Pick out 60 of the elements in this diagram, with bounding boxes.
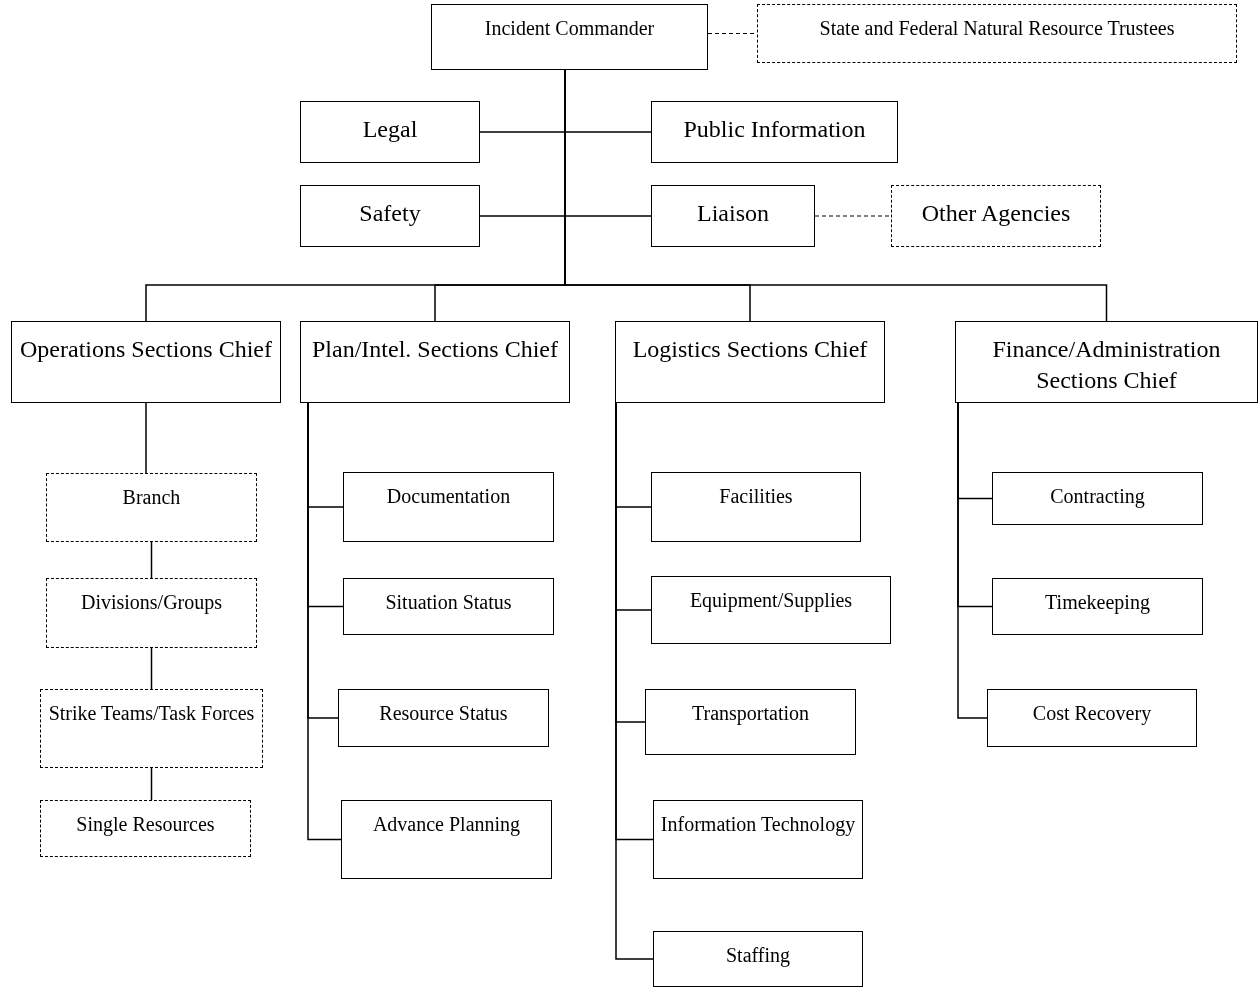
node-label: Cost Recovery <box>1032 701 1152 726</box>
node-label: Information Technology <box>660 812 856 837</box>
dashed-org-box <box>40 689 263 768</box>
node-label: Safety <box>359 199 421 228</box>
node-label: Equipment/Supplies <box>689 588 853 613</box>
node-label: Advance Planning <box>372 812 521 837</box>
org-box <box>645 689 856 755</box>
dashed-org-box <box>40 800 251 857</box>
node-label: Transportation <box>691 701 809 726</box>
node-label: Facilities <box>719 484 793 509</box>
org-box <box>653 800 863 879</box>
node-label: Contracting <box>1050 484 1145 509</box>
node-label: Public Information <box>683 115 866 144</box>
node-label: Logistics Sections Chief <box>632 335 868 364</box>
org-box <box>651 576 891 644</box>
node-label: Other Agencies <box>921 199 1071 228</box>
node-label: Divisions/Groups <box>80 590 223 615</box>
node-label: Legal <box>362 115 418 144</box>
org-box <box>338 689 549 747</box>
org-box <box>651 472 861 542</box>
node-label: Liaison <box>697 199 769 228</box>
org-box <box>653 931 863 987</box>
org-box <box>300 185 480 247</box>
node-label: Resource Status <box>379 701 508 726</box>
org-box <box>987 689 1197 747</box>
connector-line <box>150 647 153 690</box>
org-box <box>651 101 898 163</box>
node-label: Incident Commander <box>484 16 655 41</box>
connector-line <box>145 402 147 474</box>
org-box <box>992 472 1203 525</box>
org-box <box>615 321 885 403</box>
node-label: Operations Sections Chief <box>20 335 272 364</box>
org-box <box>431 4 708 70</box>
org-box <box>343 472 554 542</box>
dashed-org-box <box>891 185 1101 247</box>
dashed-org-box <box>46 578 257 648</box>
node-label: Finance/Administration Sections Chief <box>991 335 1222 396</box>
node-label: Documentation <box>386 484 511 509</box>
org-box <box>300 321 570 403</box>
org-box <box>955 321 1258 403</box>
node-label: Single Resources <box>76 812 215 837</box>
connector-line <box>814 215 892 217</box>
dashed-org-box <box>46 473 257 542</box>
node-label: Timekeeping <box>1045 590 1150 615</box>
dashed-org-box <box>757 4 1237 63</box>
org-box <box>11 321 281 403</box>
node-label: Branch <box>122 485 181 510</box>
org-box <box>992 578 1203 635</box>
node-label: Strike Teams/Task Forces <box>48 701 255 726</box>
connector-line <box>150 541 153 579</box>
org-box <box>343 578 554 635</box>
connector-line <box>957 402 988 719</box>
node-label: Situation Status <box>385 590 512 615</box>
org-box <box>651 185 815 247</box>
node-label: State and Federal Natural Resource Trustees <box>819 16 1175 41</box>
connector-line <box>150 767 153 801</box>
node-label: Staffing <box>725 943 791 968</box>
org-box <box>300 101 480 163</box>
org-box <box>341 800 552 879</box>
node-label: Plan/Intel. Sections Chief <box>312 335 558 364</box>
